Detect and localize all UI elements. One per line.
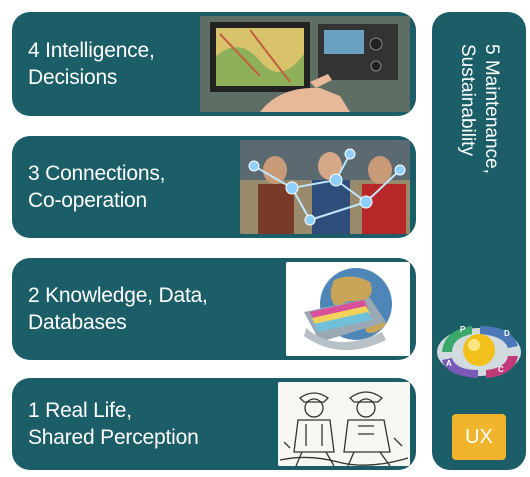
pdca-cycle-icon: P D C A: [432, 308, 526, 390]
layer-3-panel: 3 Connections, Co-operation: [12, 136, 416, 238]
cycle-letter-c: C: [498, 365, 504, 374]
ux-badge: UX: [452, 414, 506, 460]
globe-file-drawer-icon: [286, 262, 410, 356]
layer-4-label: 4 Intelligence, Decisions: [28, 39, 155, 89]
cycle-letter-p: P: [460, 325, 466, 334]
maintenance-sustainability-label: 5 Maintenance, Sustainability: [457, 44, 502, 174]
layer-1-panel: 1 Real Life, Shared Perception: [12, 378, 416, 470]
layer-3-label: 3 Connections, Co-operation: [28, 162, 166, 212]
layer-2-panel: 2 Knowledge, Data, Databases: [12, 258, 416, 360]
layer-2-label: 2 Knowledge, Data, Databases: [28, 284, 208, 334]
people-network-photo-icon: [240, 140, 410, 234]
tablet-gps-photo-icon: [200, 16, 410, 112]
layer-1-label: 1 Real Life, Shared Perception: [28, 399, 199, 449]
cycle-letter-a: A: [446, 359, 452, 368]
layer-4-panel: 4 Intelligence, Decisions: [12, 12, 416, 116]
maintenance-sustainability-panel: 5 Maintenance, Sustainability P D C A UX: [432, 12, 526, 470]
farmers-sketch-icon: [278, 382, 410, 466]
cycle-letter-d: D: [504, 329, 510, 338]
